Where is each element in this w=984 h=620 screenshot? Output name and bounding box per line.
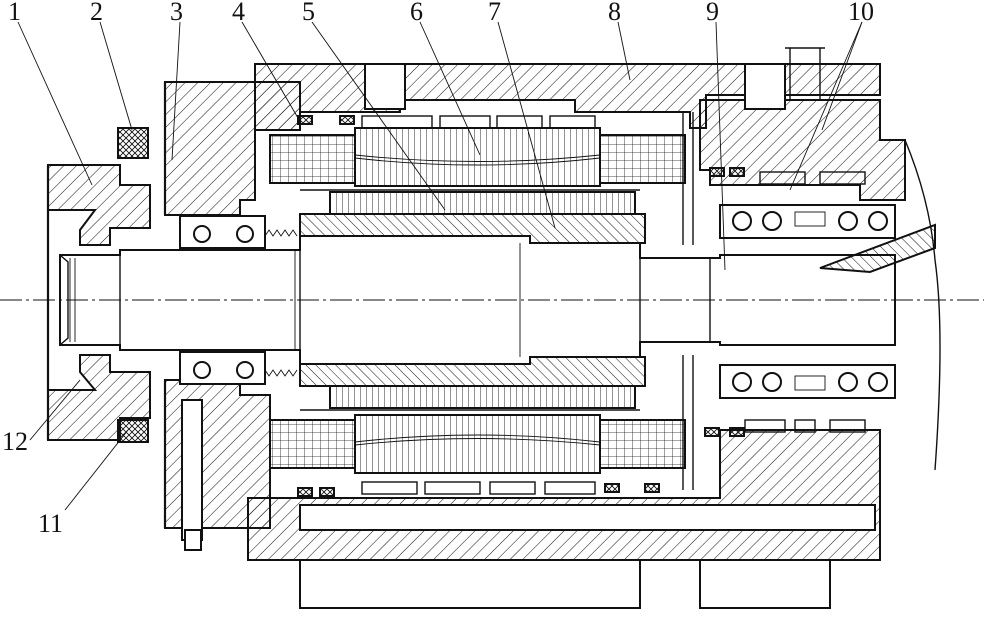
label-9: 9 bbox=[706, 0, 719, 26]
label-8: 8 bbox=[608, 0, 621, 26]
label-3: 3 bbox=[170, 0, 183, 26]
label-11: 11 bbox=[38, 509, 63, 538]
label-10: 10 bbox=[848, 0, 874, 26]
label-7: 7 bbox=[488, 0, 501, 26]
label-4: 4 bbox=[232, 0, 245, 26]
seal-ring bbox=[117, 127, 149, 443]
lock-nut bbox=[46, 164, 151, 441]
label-2: 2 bbox=[90, 0, 103, 26]
label-6: 6 bbox=[410, 0, 423, 26]
misc-details bbox=[0, 47, 984, 551]
housing bbox=[247, 63, 906, 609]
rear-bearings bbox=[719, 204, 936, 399]
label-12: 12 bbox=[2, 427, 28, 456]
part-number-labels: 1 2 3 4 5 6 7 8 9 10 11 12 bbox=[2, 0, 874, 538]
front-bearings bbox=[179, 215, 298, 385]
leader-lines bbox=[17, 21, 863, 511]
label-1: 1 bbox=[8, 0, 21, 26]
label-5: 5 bbox=[302, 0, 315, 26]
stator bbox=[269, 127, 686, 474]
